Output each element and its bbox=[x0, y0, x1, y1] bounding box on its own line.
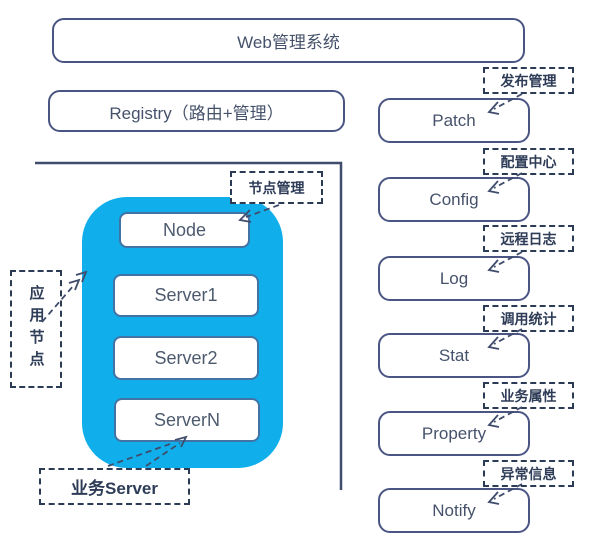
node-box: Node bbox=[119, 212, 250, 248]
server2-label: Server2 bbox=[154, 347, 218, 368]
web-management-box: Web管理系统 bbox=[52, 18, 525, 63]
app-node-tag-label: 应用节点 bbox=[27, 285, 45, 373]
tag-config: 配置中心 bbox=[483, 148, 574, 175]
web-management-label: Web管理系统 bbox=[237, 33, 340, 52]
server1-box: Server1 bbox=[113, 274, 259, 317]
config-box: Config bbox=[378, 177, 530, 222]
serverN-box: ServerN bbox=[114, 398, 260, 442]
notify-box: Notify bbox=[378, 488, 530, 533]
server2-box: Server2 bbox=[113, 336, 259, 380]
tag-patch-label: 发布管理 bbox=[500, 72, 557, 89]
stat-box: Stat bbox=[378, 333, 530, 378]
tag-patch: 发布管理 bbox=[483, 67, 574, 94]
biz-server-tag-label: 业务Server bbox=[71, 479, 158, 498]
tag-log: 远程日志 bbox=[483, 225, 574, 252]
serverN-label: ServerN bbox=[153, 409, 220, 430]
app-node-tag: 应用节点 bbox=[10, 270, 62, 388]
log-box: Log bbox=[378, 256, 530, 301]
tag-config-label: 配置中心 bbox=[500, 153, 557, 170]
tag-log-label: 远程日志 bbox=[500, 230, 557, 247]
tag-property: 业务属性 bbox=[483, 382, 574, 409]
tag-notify: 异常信息 bbox=[483, 460, 574, 487]
registry-label: Registry（路由+管理） bbox=[109, 103, 284, 123]
property-label: Property bbox=[421, 423, 487, 443]
node-management-tag-label: 节点管理 bbox=[248, 179, 305, 196]
server1-label: Server1 bbox=[154, 285, 218, 305]
tag-stat-label: 调用统计 bbox=[500, 310, 557, 327]
registry-box: Registry（路由+管理） bbox=[48, 90, 345, 132]
log-label: Log bbox=[439, 268, 469, 288]
tag-stat: 调用统计 bbox=[483, 305, 574, 332]
node-label: Node bbox=[162, 219, 207, 240]
stat-label: Stat bbox=[438, 345, 470, 365]
tag-property-label: 业务属性 bbox=[500, 387, 557, 404]
tag-notify-label: 异常信息 bbox=[500, 465, 557, 482]
property-box: Property bbox=[378, 411, 530, 456]
notify-label: Notify bbox=[432, 500, 476, 520]
patch-box: Patch bbox=[378, 98, 530, 143]
patch-label: Patch bbox=[432, 110, 476, 130]
node-management-tag: 节点管理 bbox=[230, 171, 323, 204]
biz-server-tag: 业务Server bbox=[39, 468, 190, 505]
config-label: Config bbox=[429, 189, 479, 209]
